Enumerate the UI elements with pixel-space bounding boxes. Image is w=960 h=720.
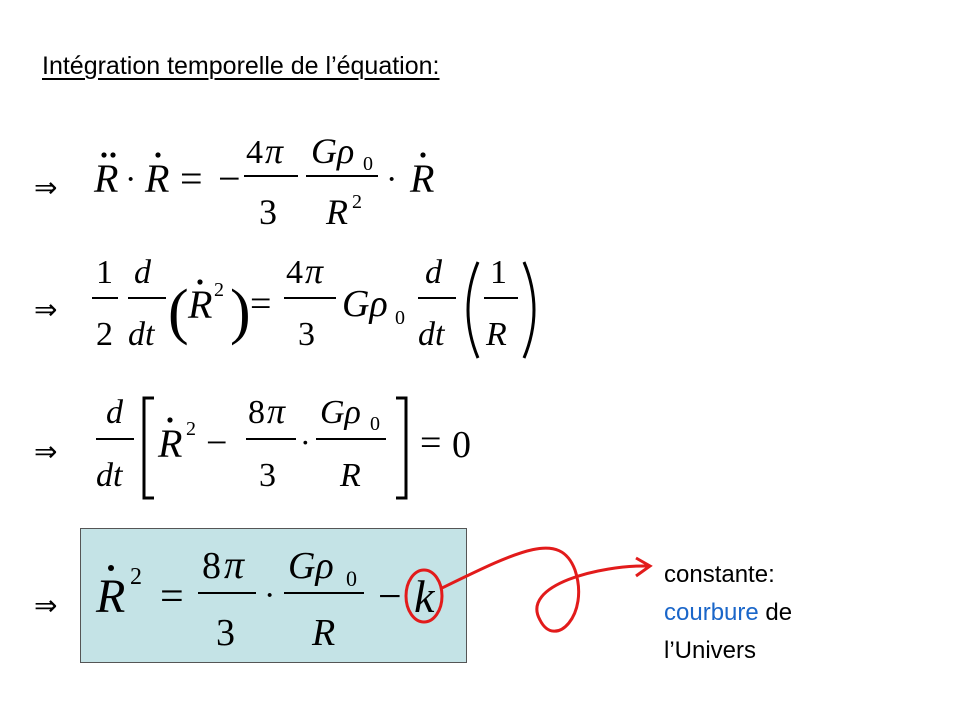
svg-text:R: R (325, 192, 348, 232)
svg-text:R: R (339, 457, 361, 494)
svg-text:R: R (409, 156, 434, 201)
svg-text:d: d (425, 254, 443, 291)
svg-text:dt: dt (96, 457, 124, 494)
svg-text:·: · (300, 424, 311, 460)
svg-text:3: 3 (216, 612, 235, 654)
svg-text:π: π (267, 391, 286, 431)
note-line-1: constante: (664, 561, 775, 588)
svg-text:4: 4 (246, 134, 263, 171)
svg-text:R: R (144, 156, 169, 201)
equation-1: R · R = − 4 π 3 Gρ 0 R 2 · R (93, 131, 434, 232)
svg-text:R: R (93, 156, 118, 201)
svg-text:0: 0 (363, 153, 373, 175)
svg-text:3: 3 (298, 316, 315, 353)
svg-text:·: · (125, 161, 136, 198)
svg-text:Gρ: Gρ (311, 131, 354, 171)
svg-text:R: R (485, 316, 507, 353)
svg-text:−: − (218, 156, 241, 201)
svg-text:): ) (230, 278, 251, 346)
svg-text:Gρ: Gρ (320, 394, 361, 431)
svg-text:−: − (206, 422, 227, 464)
implies-arrow-2: ⇒ (34, 293, 58, 326)
svg-text:1: 1 (490, 254, 507, 291)
svg-text:=: = (420, 422, 441, 464)
svg-text:−: − (378, 574, 402, 620)
svg-text:dt: dt (418, 316, 446, 353)
svg-text:R: R (187, 282, 212, 327)
implies-arrow-4: ⇒ (34, 589, 58, 622)
svg-text:π: π (224, 542, 245, 587)
svg-text:4: 4 (286, 254, 303, 291)
svg-text:dt: dt (128, 316, 156, 353)
implies-arrow-1: ⇒ (34, 171, 58, 204)
note-line-3: l’Univers (664, 637, 757, 664)
svg-text:π: π (305, 251, 324, 291)
svg-text:2: 2 (214, 279, 224, 301)
svg-text:3: 3 (259, 457, 276, 494)
svg-text:d: d (106, 394, 124, 431)
equation-4: R 2 = 8 π 3 · Gρ 0 R − k (95, 542, 436, 654)
svg-text:R: R (311, 612, 335, 654)
svg-text:Gρ: Gρ (342, 283, 388, 325)
svg-text:3: 3 (259, 192, 277, 232)
svg-text:8: 8 (202, 545, 221, 587)
svg-text:·: · (386, 161, 397, 198)
svg-text:2: 2 (186, 418, 196, 440)
equation-2: 1 2 d dt ( R 2 ) = 4 π 3 Gρ 0 d dt 1 R (92, 251, 536, 359)
svg-text:R: R (95, 570, 125, 623)
svg-text:0: 0 (395, 307, 405, 329)
note-highlight: courbure (664, 599, 759, 626)
svg-text:=: = (250, 283, 271, 325)
result-box (80, 528, 467, 663)
curvature-note: constante: courbure de l’Univers (664, 556, 792, 670)
equation-3: d dt R 2 − 8 π 3 · Gρ 0 R = 0 (96, 391, 471, 500)
svg-text:=: = (180, 156, 203, 201)
svg-text:0: 0 (370, 413, 380, 435)
svg-text:Gρ: Gρ (288, 545, 334, 587)
svg-text:2: 2 (352, 191, 362, 213)
svg-text:2: 2 (130, 564, 142, 590)
svg-text:0: 0 (452, 424, 471, 466)
implies-arrow-3: ⇒ (34, 435, 58, 468)
svg-text:(: ( (168, 278, 189, 346)
svg-text:R: R (157, 421, 182, 466)
note-line-2-rest: de (758, 599, 793, 626)
note-line-2: courbure de (664, 594, 792, 632)
svg-text:d: d (134, 254, 152, 291)
slide-title: Intégration temporelle de l’équation: (42, 52, 440, 80)
svg-text:0: 0 (346, 566, 357, 591)
svg-text:=: = (160, 574, 184, 620)
svg-text:π: π (265, 131, 284, 171)
svg-text:k: k (414, 571, 436, 622)
svg-text:·: · (264, 577, 275, 614)
svg-text:2: 2 (96, 316, 113, 353)
svg-text:1: 1 (96, 254, 113, 291)
svg-text:8: 8 (248, 394, 265, 431)
